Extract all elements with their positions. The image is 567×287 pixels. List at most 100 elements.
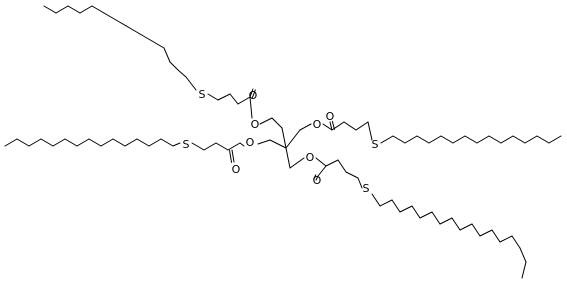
carbonyl-left-bond: [231, 149, 235, 163]
thioether-left-bond: [203, 142, 217, 151]
sulfur-label-bottom: S: [363, 182, 370, 195]
core-right-bond: [285, 129, 301, 149]
ester-bottom-bond: [315, 157, 327, 167]
sulfur-label-right: S: [372, 138, 379, 151]
core-down-bond: [289, 157, 305, 169]
carbonyl-bottom-bond: [315, 175, 319, 181]
dodecyl-top-chain-bond: [163, 47, 171, 63]
dodecyl-right-chain-bond: [428, 135, 442, 144]
dodecyl-left-chain-bond: [64, 138, 78, 147]
dodecyl-right-chain-bond: [536, 135, 550, 144]
sulfur-label-top: S: [199, 88, 206, 101]
dodecyl-right-chain-bond: [416, 135, 430, 144]
dodecyl-bottom-chain-bond: [499, 235, 513, 243]
oxygen-label-ester-bottom: O: [306, 151, 315, 164]
dodecyl-right-chain-bond: [464, 135, 478, 144]
dodecyl-bottom-chain-bond: [479, 229, 493, 237]
oxygen-label-ester-top: O: [251, 118, 260, 131]
dodecyl-bottom-chain-bond: [371, 193, 381, 207]
dodecyl-left-chain-bond: [40, 138, 54, 147]
thioether-right-bond: [343, 121, 357, 131]
carbonyl-bottom-second-bond: [313, 174, 317, 180]
ester-left-bond: [239, 142, 245, 147]
dodecyl-top-chain-bond: [55, 5, 69, 14]
dodecyl-left-chain-bond: [52, 138, 66, 147]
dodecyl-bottom-chain-bond: [519, 247, 527, 263]
dodecyl-left-chain-bond: [4, 138, 18, 147]
oxygen-label-carbonyl-right: O: [326, 110, 335, 123]
bond-lines: [4, 5, 562, 279]
oxygen-label-carbonyl-bottom: O: [313, 174, 322, 187]
oxygen-label-ester-left: O: [246, 136, 255, 149]
dodecyl-top-chain-bond: [115, 19, 129, 28]
dodecyl-top-chain-bond: [43, 5, 57, 14]
dodecyl-right-chain-bond: [548, 135, 562, 144]
dodecyl-bottom-chain-bond: [491, 229, 501, 243]
dodecyl-bottom-chain-bond: [379, 199, 393, 207]
dodecyl-bottom-chain-bond: [471, 223, 481, 237]
dodecyl-bottom-chain-bond: [431, 211, 441, 225]
core-down-bond: [285, 147, 291, 169]
dodecyl-right-chain-bond: [452, 135, 466, 144]
ester-right-bond: [322, 123, 333, 131]
dodecyl-right-chain-bond: [392, 135, 406, 144]
dodecyl-top-chain-bond: [91, 5, 105, 14]
carbonyl-right-bond: [329, 121, 333, 131]
atom-labels: S O O S O O O O S O O S: [183, 88, 379, 195]
thioether-bottom-bond: [325, 159, 339, 167]
dodecyl-left-chain-bond: [28, 138, 42, 147]
dodecyl-right-chain-bond: [404, 135, 418, 144]
dodecyl-right-chain-bond: [500, 135, 514, 144]
thioether-top-bond: [207, 93, 219, 101]
carbonyl-top-bond: [249, 88, 254, 98]
thioether-bottom-bond: [337, 159, 347, 173]
core-left-bond: [269, 139, 287, 149]
dodecyl-bottom-chain-bond: [521, 261, 527, 279]
oxygen-label-ester-right: O: [313, 118, 322, 131]
core-up-bond: [281, 127, 287, 149]
core-left-bond: [257, 139, 271, 145]
dodecyl-left-chain-bond: [172, 142, 181, 147]
thioether-right-bond: [355, 121, 369, 131]
dodecyl-right-chain-bond: [380, 135, 394, 144]
dodecyl-bottom-chain-bond: [451, 217, 461, 231]
thioether-top-bond: [229, 93, 239, 105]
thioether-left-bond: [227, 142, 241, 151]
dodecyl-left-chain-bond: [148, 138, 162, 147]
carbonyl-left-second-bond: [229, 149, 233, 163]
dodecyl-right-chain-bond: [512, 135, 526, 144]
thioether-left-bond: [191, 142, 205, 151]
dodecyl-bottom-chain-bond: [391, 199, 401, 213]
dodecyl-left-chain-bond: [160, 138, 174, 147]
dodecyl-left-chain-bond: [16, 138, 30, 147]
dodecyl-top-chain-bond: [103, 12, 117, 21]
thioether-right-bond: [367, 121, 373, 141]
dodecyl-top-chain-bond: [127, 26, 141, 35]
dodecyl-bottom-chain-bond: [419, 211, 433, 219]
dodecyl-bottom-chain-bond: [459, 223, 473, 231]
dodecyl-top-chain-bond: [169, 61, 179, 71]
dodecyl-top-chain-bond: [79, 5, 93, 14]
dodecyl-top-chain-bond: [139, 33, 153, 42]
ester-top-bond: [249, 96, 253, 119]
oxygen-label-carbonyl-top: O: [249, 89, 258, 102]
dodecyl-bottom-chain-bond: [399, 205, 413, 213]
sulfur-label-left: S: [183, 138, 190, 151]
dodecyl-right-chain-bond: [488, 135, 502, 144]
thioether-left-bond: [215, 142, 229, 151]
dodecyl-bottom-chain-bond: [511, 235, 521, 249]
carbonyl-top-second-bond: [251, 89, 256, 99]
dodecyl-left-chain-bond: [100, 138, 114, 147]
dodecyl-right-chain-bond: [440, 135, 454, 144]
dodecyl-top-chain-bond: [185, 76, 197, 91]
thioether-bottom-bond: [345, 171, 359, 179]
dodecyl-left-chain-bond: [124, 138, 138, 147]
dodecyl-top-chain-bond: [177, 69, 187, 78]
oxygen-label-carbonyl-left: O: [232, 163, 241, 176]
ester-bottom-bond: [317, 165, 327, 177]
dodecyl-right-chain-bond: [476, 135, 490, 144]
dodecyl-left-chain-bond: [88, 138, 102, 147]
dodecyl-right-chain-bond: [524, 135, 538, 144]
ester-top-o-bond: [271, 117, 283, 129]
